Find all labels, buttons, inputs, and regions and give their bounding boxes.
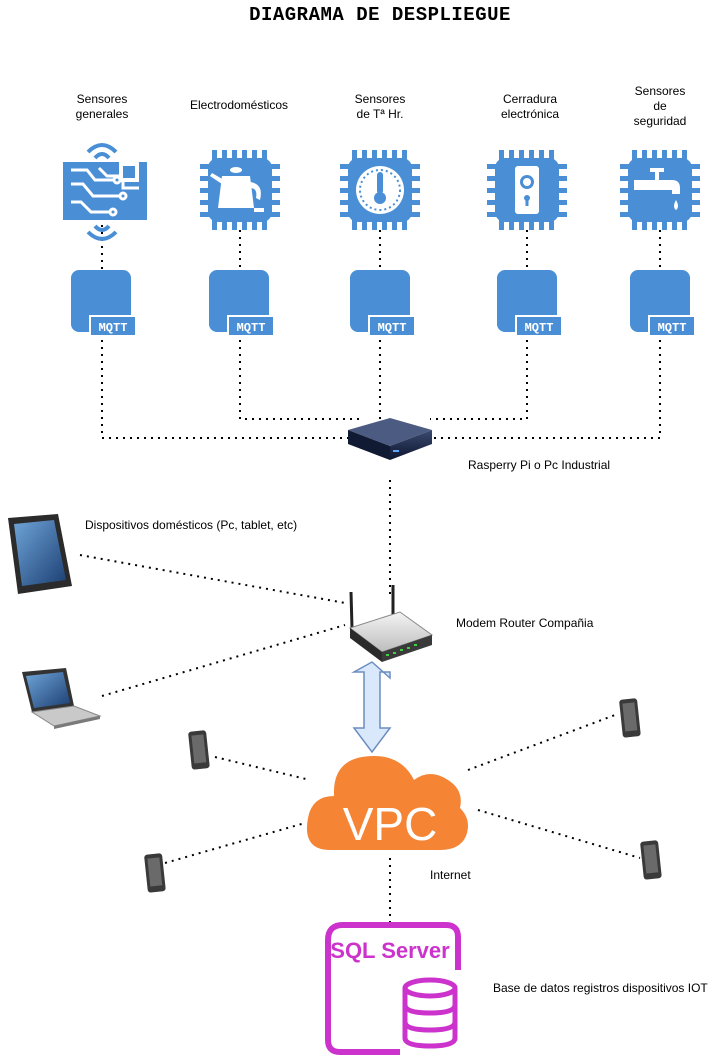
mqtt-label: MQTT (99, 321, 128, 335)
tablet-icon (8, 514, 72, 594)
sensor-label-line: Sensores (76, 92, 128, 106)
line-mqtt4-hub (430, 340, 528, 420)
sensor-label-line: Cerradura (502, 92, 558, 106)
internet-label: Internet (430, 868, 471, 882)
laptop-icon (22, 668, 102, 729)
cloud-text: VPC (343, 798, 438, 850)
sensor-label-2: Electrodomésticos (180, 98, 298, 113)
thermometer-chip-icon (340, 150, 420, 230)
sql-text: SQL Server (330, 938, 450, 963)
sql-server-icon: SQL Server (325, 922, 461, 1055)
sensor-label-line: seguridad (633, 114, 687, 128)
hub-label: Rasperry Pi o Pc Industrial (468, 458, 611, 472)
phone-icon-right-top (619, 698, 641, 738)
circuit-icon (63, 143, 147, 241)
router-label: Modem Router Compañia (456, 616, 594, 630)
sensor-label-line: electrónica (500, 107, 560, 121)
mqtt-label: MQTT (237, 321, 266, 335)
sensor-label-1: Sensores generales (52, 92, 152, 122)
bidirectional-arrow-icon (351, 661, 392, 754)
vpc-cloud-icon: VPC (306, 756, 468, 850)
sensor-label-3: Sensores de Tª Hr. (330, 92, 430, 122)
mqtt-module-1: MQTT (71, 270, 137, 337)
sensor-label-line: de (653, 99, 667, 113)
faucet-chip-icon (620, 150, 700, 230)
lock-chip-icon (487, 150, 567, 230)
router-icon (348, 585, 434, 662)
line-mqtt1-hub (101, 340, 350, 439)
sensor-label-4: Cerradura electrónica (480, 92, 580, 122)
line-mqtt5-hub (430, 340, 661, 439)
hub-device-icon (348, 418, 432, 460)
mqtt-module-2: MQTT (209, 270, 275, 337)
diagram-title: DIAGRAMA DE DESPLIEGUE (249, 4, 511, 26)
sensor-label-line: Sensores (634, 84, 686, 98)
line-phone-right-top (467, 714, 616, 771)
line-phone-left-top (214, 756, 311, 781)
sensor-label-line: generales (75, 107, 129, 121)
phone-icon-left-top (188, 730, 210, 770)
mqtt-module-3: MQTT (350, 270, 416, 337)
mqtt-label: MQTT (378, 321, 407, 335)
connection-lines (79, 225, 661, 925)
mqtt-label: MQTT (658, 321, 687, 335)
phone-icon-left-bottom (144, 853, 166, 893)
sensor-label-line: de Tª Hr. (356, 107, 404, 121)
mqtt-label: MQTT (525, 321, 554, 335)
db-label: Base de datos registros dispositivos IOT (493, 981, 708, 995)
line-mqtt2-hub (239, 340, 360, 420)
sensor-label-5: Sensores de seguridad (610, 84, 710, 129)
phone-icon-right-bottom (640, 840, 662, 880)
line-phone-right-bottom (477, 809, 641, 859)
sensor-label-line: Sensores (354, 92, 406, 106)
devices-label: Dispositivos domésticos (Pc, tablet, etc… (85, 518, 298, 532)
kettle-chip-icon (200, 150, 280, 230)
mqtt-module-4: MQTT (497, 270, 563, 337)
sensor-label-line: Electrodomésticos (189, 98, 289, 112)
line-tablet-router (79, 554, 346, 604)
line-phone-left-bottom (164, 822, 306, 864)
mqtt-module-5: MQTT (630, 270, 696, 337)
line-laptop-router (101, 624, 346, 697)
